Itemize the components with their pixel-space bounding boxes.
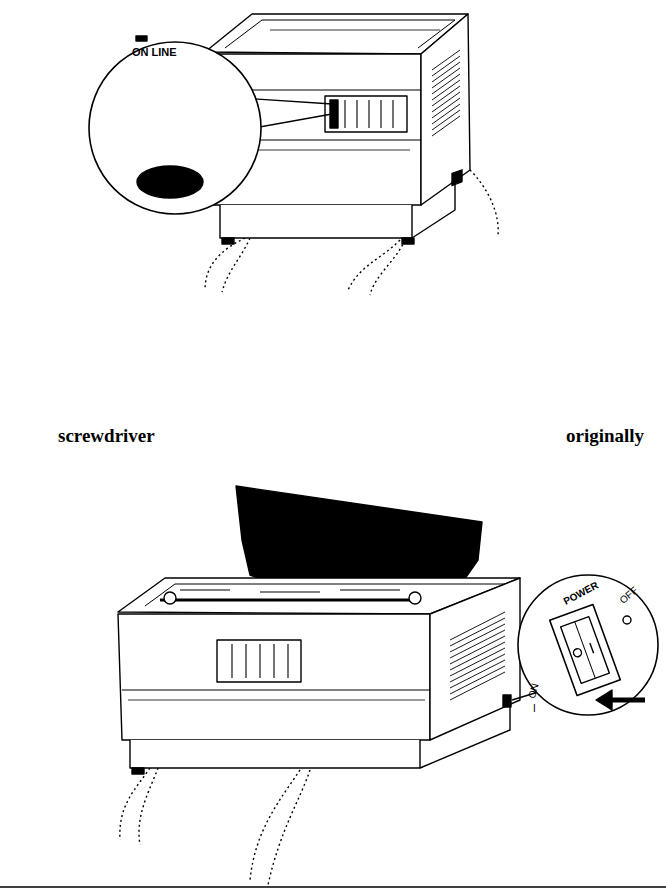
- cropped-text: originally: [566, 426, 644, 445]
- switch-label: I: [533, 704, 536, 714]
- switch-label: ON: [527, 683, 541, 700]
- cropped-text: screwdriver: [58, 426, 155, 445]
- button-label: ON LINE: [132, 47, 177, 58]
